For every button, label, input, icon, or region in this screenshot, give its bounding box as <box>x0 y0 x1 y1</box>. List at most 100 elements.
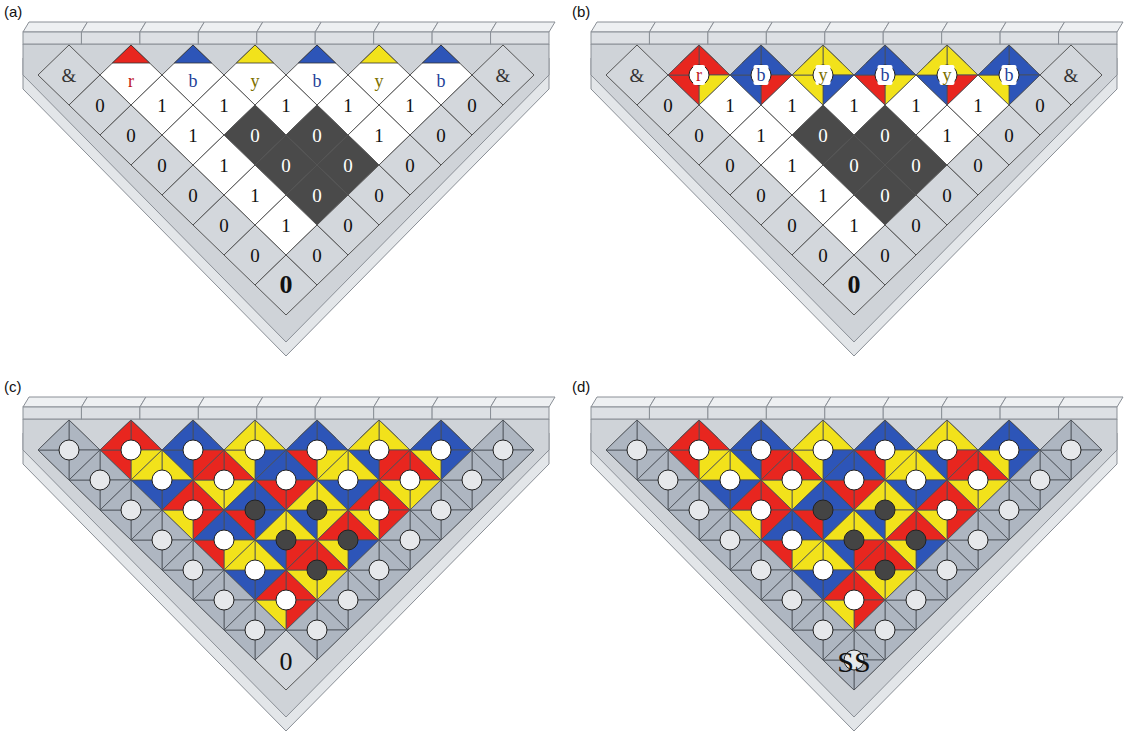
tile-hole <box>937 500 957 520</box>
glue-mark <box>236 45 273 63</box>
cell-label: 1 <box>942 126 952 145</box>
back-cube-top <box>1000 22 1064 32</box>
grid-cell <box>317 570 379 630</box>
back-cube-top <box>198 22 262 32</box>
grid-cell <box>1040 420 1102 480</box>
tile-hole <box>751 560 771 580</box>
back-cube-front <box>140 407 198 419</box>
cell-label: 0 <box>756 186 766 205</box>
tile-hole <box>813 620 833 640</box>
cell-label: 0 <box>880 246 890 265</box>
back-cube-front <box>198 407 256 419</box>
border-frame <box>591 44 1117 342</box>
tile-hole <box>937 560 957 580</box>
cell-label: 0 <box>848 272 861 298</box>
grid-cell <box>224 480 286 540</box>
tile-hole <box>183 560 203 580</box>
tile-hole <box>813 440 833 460</box>
back-cube-front <box>140 32 198 44</box>
back-cube-top <box>591 397 655 407</box>
back-cube-top <box>942 397 1006 407</box>
cell-label: 0 <box>787 216 797 235</box>
tile-hole <box>782 530 802 550</box>
grid-cell <box>916 480 978 540</box>
back-cube-top <box>198 397 262 407</box>
panel-a <box>23 22 555 356</box>
tile-hole <box>276 530 296 550</box>
cell-label: 0 <box>880 126 890 145</box>
border-frame <box>591 419 1117 717</box>
border-wall <box>591 433 1117 731</box>
cell-label: 1 <box>725 96 735 115</box>
tile-hole <box>875 500 895 520</box>
grid-cell <box>193 510 255 570</box>
grid-cell <box>730 480 792 540</box>
tile-hole <box>875 560 895 580</box>
cell-label: b <box>437 72 446 90</box>
cell-label: SS <box>837 647 870 677</box>
panel-d <box>591 397 1123 731</box>
border-frame <box>23 419 549 717</box>
grid-cell <box>947 450 1009 510</box>
tile-hole <box>689 500 709 520</box>
back-cube-top <box>432 22 496 32</box>
grid-cell <box>348 540 410 600</box>
tile-hole <box>1061 440 1081 460</box>
grid-cell <box>441 450 503 510</box>
back-cube-front <box>942 407 1000 419</box>
cell-label: 0 <box>95 96 105 115</box>
tile-hole <box>844 530 864 550</box>
back-cube-front <box>649 407 707 419</box>
back-cube-front <box>1059 407 1117 419</box>
back-cube-top <box>432 397 496 407</box>
panel-label: (d) <box>572 379 590 394</box>
tile-hole <box>307 500 327 520</box>
back-cube-top <box>1000 397 1064 407</box>
grid-cell <box>410 420 472 480</box>
tile-hole <box>875 440 895 460</box>
grid-cell <box>792 420 854 480</box>
back-cube-front <box>825 32 883 44</box>
tile-hole <box>400 530 420 550</box>
cell-label: y <box>251 72 260 90</box>
back-cube-top <box>81 22 145 32</box>
back-cube-top <box>649 22 713 32</box>
cell-label: & <box>630 66 645 85</box>
cell-label: & <box>1064 66 1079 85</box>
tile-hole <box>338 530 358 550</box>
cell-label: 0 <box>374 186 384 205</box>
grid-cell <box>823 510 885 570</box>
cell-label: 1 <box>219 156 229 175</box>
cell-label: 0 <box>250 246 260 265</box>
back-cube-top <box>591 22 655 32</box>
cell-label: 0 <box>312 246 322 265</box>
grid-cell <box>761 510 823 570</box>
back-cube-top <box>140 22 204 32</box>
cell-label: 0 <box>818 126 828 145</box>
cell-label: b <box>1002 65 1017 85</box>
cell-label: 1 <box>281 96 291 115</box>
cell-label: y <box>375 72 384 90</box>
back-cube-front <box>374 407 432 419</box>
back-cube-front <box>432 32 490 44</box>
back-cube-top <box>374 397 438 407</box>
cell-label: 1 <box>756 126 766 145</box>
cell-label: 1 <box>250 186 260 205</box>
cell-label: 1 <box>911 96 921 115</box>
grid-cell <box>255 510 317 570</box>
cell-label: 0 <box>343 156 353 175</box>
back-cube-top <box>81 397 145 407</box>
cell-label: 0 <box>911 216 921 235</box>
tile-hole <box>338 470 358 490</box>
grid-cell <box>317 450 379 510</box>
back-cube-front <box>491 32 549 44</box>
back-cube-top <box>1059 397 1123 407</box>
back-cube-top <box>23 397 87 407</box>
cell-label: 1 <box>219 96 229 115</box>
back-cube-front <box>591 32 649 44</box>
grid-cell <box>131 510 193 570</box>
back-cube-top <box>315 397 379 407</box>
tile-hole <box>720 530 740 550</box>
glue-mark <box>174 45 211 63</box>
tile-hole <box>245 500 265 520</box>
